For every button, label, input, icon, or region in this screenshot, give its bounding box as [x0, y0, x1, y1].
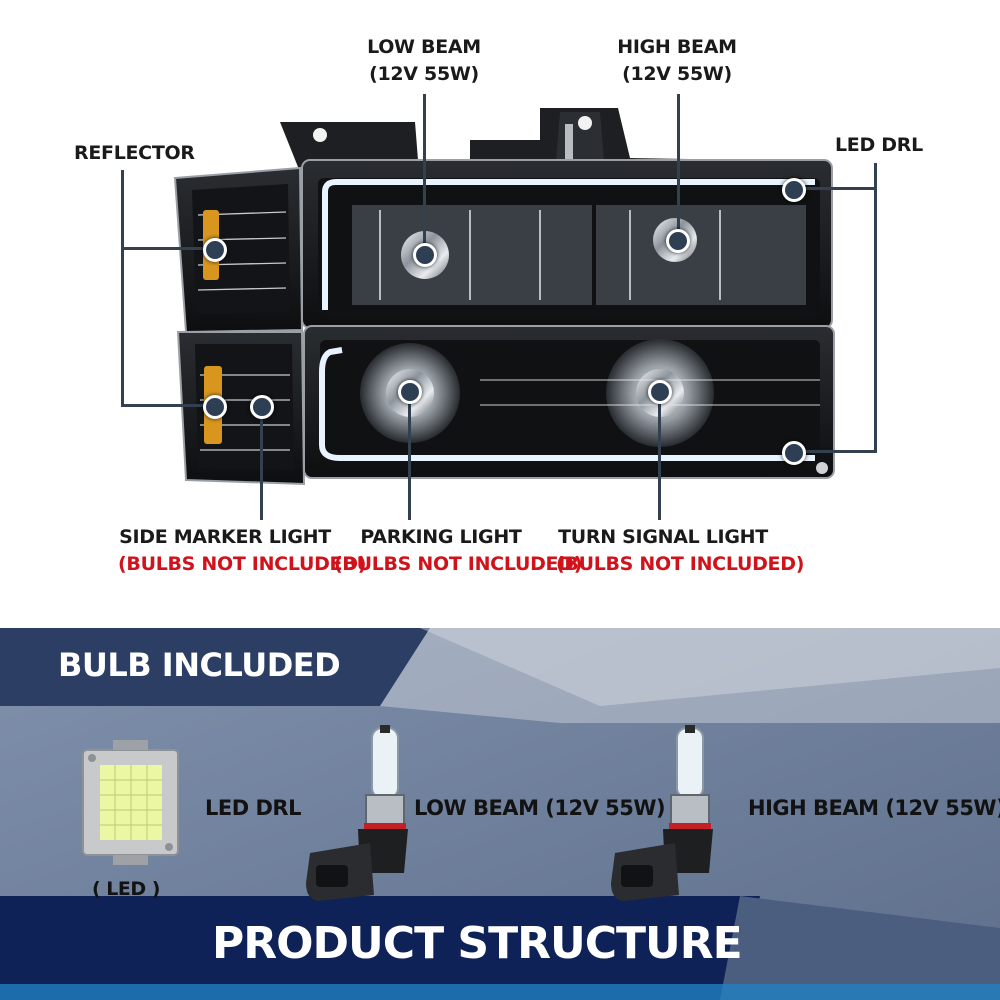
led-chip-icon [82, 740, 179, 865]
product-structure-title: PRODUCT STRUCTURE [212, 918, 743, 969]
led-drl-bulb-label: LED DRL [205, 796, 301, 820]
parking-leader [408, 392, 411, 520]
low-beam-bulb-icon [306, 725, 408, 901]
low-beam-bulb-label: LOW BEAM (12V 55W) [414, 796, 666, 820]
led-drl-leader-upper [795, 187, 877, 190]
reflector-leader-vertical [121, 170, 124, 406]
reflector-marker-upper [203, 238, 227, 262]
bulbs-included-panel: BULB INCLUDED LED DRL ( LED ) LOW BEAM (… [0, 628, 1000, 1000]
led-drl-marker-lower [782, 441, 806, 465]
low-beam-callout: LOW BEAM (12V 55W) [364, 34, 484, 88]
side-marker-callout-line1: SIDE MARKER LIGHT [119, 526, 331, 548]
turn-signal-leader [658, 392, 661, 520]
high-beam-callout-line2: (12V 55W) [622, 63, 732, 85]
bulb-included-header: BULB INCLUDED [58, 646, 341, 684]
panel-background-shapes [0, 628, 1000, 1000]
turn-signal-callout: TURN SIGNAL LIGHT (BULBS NOT INCLUDED) [556, 524, 805, 578]
parking-callout: PARKING LIGHT (BULBS NOT INCLUDED) [334, 524, 583, 578]
high-beam-leader [677, 94, 680, 238]
led-caption: ( LED ) [92, 878, 160, 900]
turn-signal-marker [648, 380, 672, 404]
led-drl-callout: LED DRL [835, 134, 923, 156]
turn-signal-callout-note: (BULBS NOT INCLUDED) [556, 553, 805, 575]
high-beam-callout: HIGH BEAM (12V 55W) [612, 34, 742, 88]
reflector-leader-lower [121, 404, 212, 407]
high-beam-marker [666, 229, 690, 253]
reflector-marker-lower [203, 395, 227, 419]
reflector-callout: REFLECTOR [74, 142, 195, 164]
led-drl-leader-lower [795, 450, 877, 453]
parking-callout-line1: PARKING LIGHT [360, 526, 522, 548]
side-marker-callout-note: (BULBS NOT INCLUDED) [118, 553, 367, 575]
reflector-leader-upper [121, 247, 212, 250]
high-beam-callout-line1: HIGH BEAM [617, 36, 737, 58]
side-marker-marker [250, 395, 274, 419]
parking-callout-note: (BULBS NOT INCLUDED) [334, 553, 583, 575]
high-beam-bulb-label: HIGH BEAM (12V 55W) [748, 796, 1000, 820]
low-beam-callout-line2: (12V 55W) [369, 63, 479, 85]
led-drl-leader-vertical [874, 163, 877, 451]
turn-signal-callout-line1: TURN SIGNAL LIGHT [558, 526, 768, 548]
parking-marker [398, 380, 422, 404]
low-beam-marker [413, 243, 437, 267]
low-beam-callout-line1: LOW BEAM [367, 36, 481, 58]
side-marker-leader [260, 408, 263, 520]
headlight-assembly-image [173, 108, 835, 486]
led-drl-marker-upper [782, 178, 806, 202]
high-beam-bulb-icon [611, 725, 713, 901]
side-marker-callout: SIDE MARKER LIGHT (BULBS NOT INCLUDED) [118, 524, 367, 578]
low-beam-leader [423, 94, 426, 252]
